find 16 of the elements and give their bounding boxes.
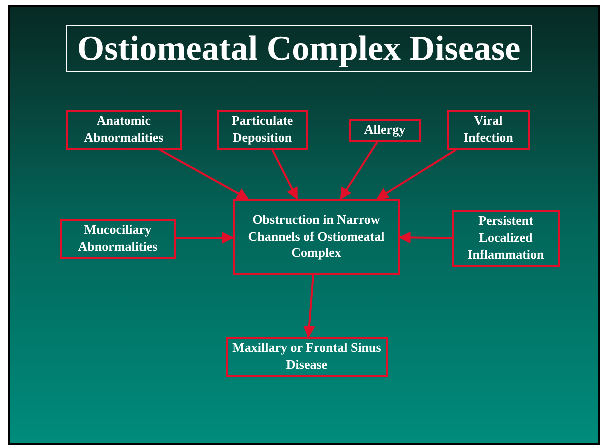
cause-box: Allergy <box>349 119 421 142</box>
arrow <box>272 150 298 200</box>
title-box: Ostiomeatal Complex Disease <box>66 25 532 72</box>
arrow <box>340 141 378 200</box>
arrow <box>376 149 457 200</box>
arrow <box>160 149 250 200</box>
arrow <box>303 274 316 338</box>
arrow <box>398 232 452 244</box>
cause-box: Obstruction in Narrow Channels of Ostiomeatal Complex <box>233 199 400 275</box>
cause-box: Mucociliary Abnormalities <box>60 219 176 259</box>
cause-box: Persistent Localized Inflammation <box>452 210 560 267</box>
cause-box: Maxillary or Frontal Sinus Disease <box>226 337 388 377</box>
arrow <box>176 232 234 244</box>
cause-box: Anatomic Abnormalities <box>66 110 182 150</box>
cause-box: Particulate Deposition <box>217 110 308 150</box>
cause-box: Viral Infection <box>447 110 530 150</box>
